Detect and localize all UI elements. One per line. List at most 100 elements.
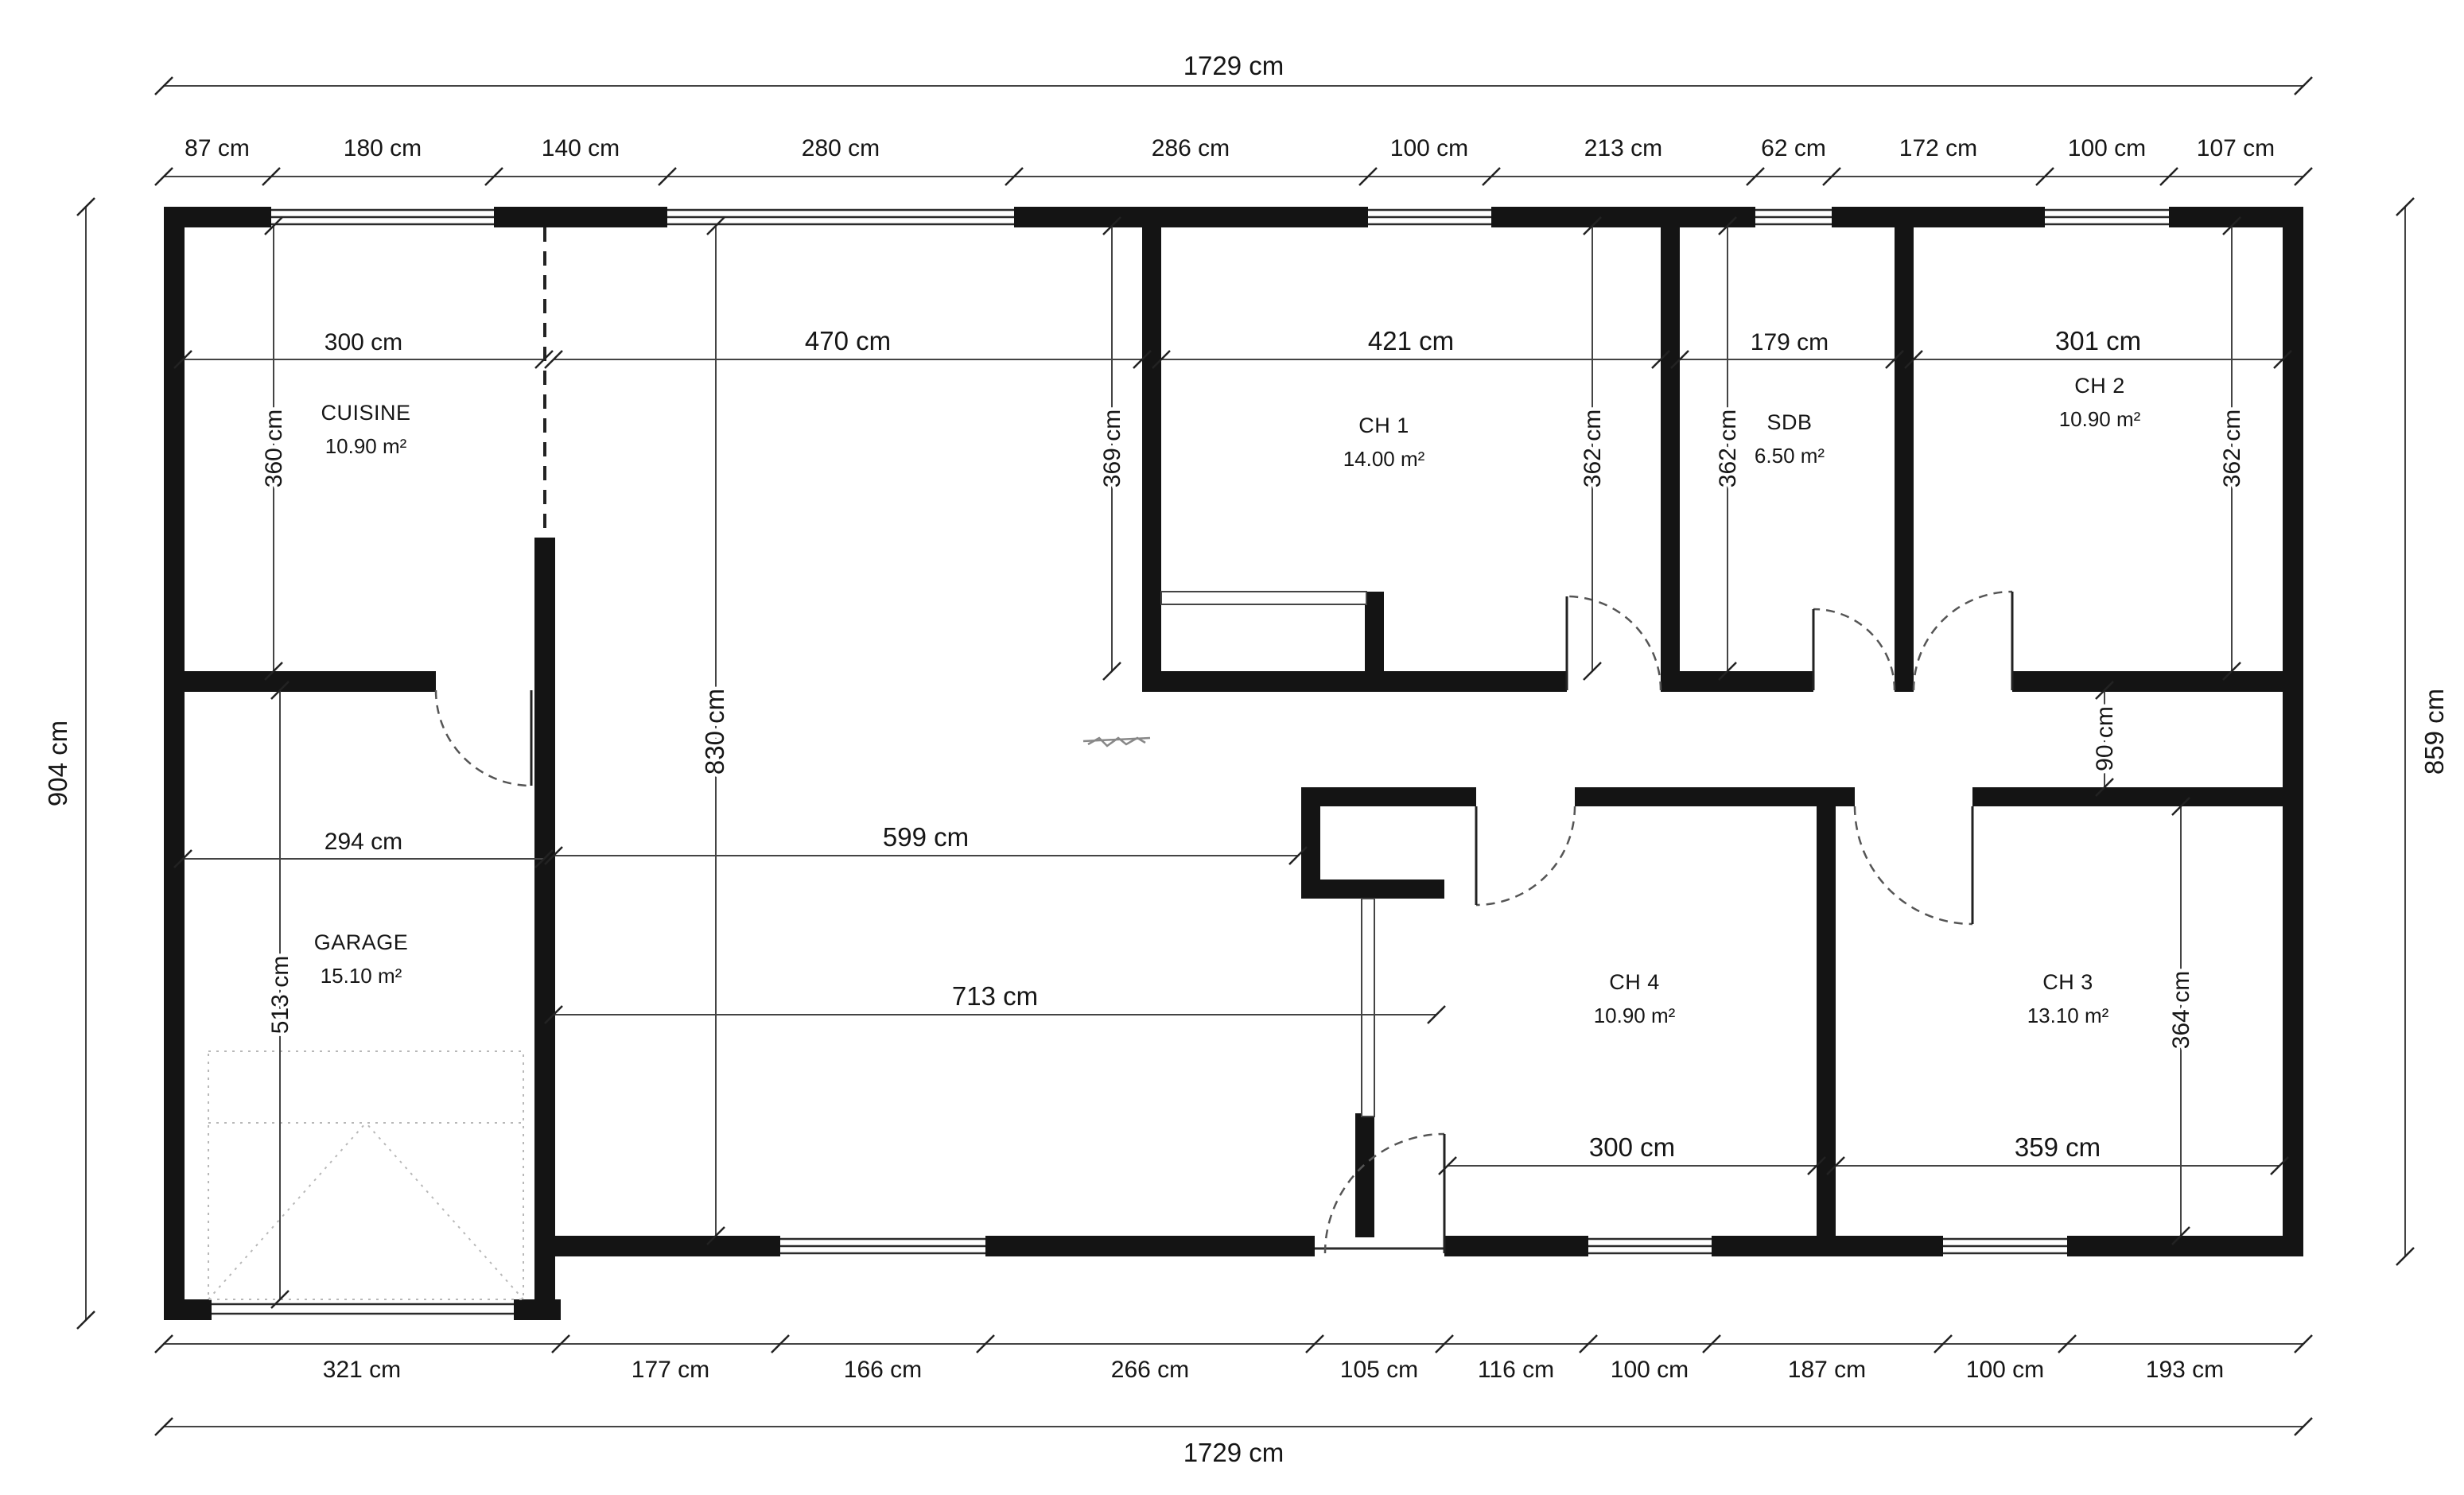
dim-tick bbox=[154, 167, 173, 186]
dim-tick bbox=[1885, 350, 1904, 369]
wall-segment bbox=[2067, 1236, 2303, 1256]
dim-ch4-width: 300 cm bbox=[1438, 1129, 1826, 1175]
dim-tick bbox=[1670, 350, 1689, 369]
dim-tick bbox=[2396, 197, 2415, 216]
dim-tick bbox=[1579, 1334, 1598, 1353]
room-name: SDB bbox=[1766, 410, 1812, 434]
dim-tick bbox=[2273, 350, 2292, 369]
interior-walls bbox=[164, 207, 2303, 1320]
dim-label: 280 cm bbox=[802, 135, 880, 161]
wall-segment bbox=[1895, 207, 1914, 690]
wall-segment bbox=[1575, 787, 1855, 806]
dim-tick bbox=[706, 1226, 725, 1245]
wall-segment bbox=[164, 207, 185, 1320]
room-name: GARAGE bbox=[314, 930, 409, 954]
dim-tick bbox=[1435, 1334, 1454, 1353]
dim-tick bbox=[1133, 350, 1152, 369]
dim-label: 599 cm bbox=[883, 822, 969, 852]
dim-tick bbox=[1305, 1334, 1324, 1353]
room-name: CH 3 bbox=[2042, 970, 2093, 994]
window bbox=[1368, 208, 1491, 226]
dim-label: 172 cm bbox=[1899, 135, 1977, 161]
dim-label: 100 cm bbox=[1611, 1357, 1689, 1383]
room-label-sdb: SDB 6.50 m² bbox=[1751, 407, 1828, 472]
dim-sejour-d1: 599 cm bbox=[544, 819, 1308, 865]
dim-label: 193 cm bbox=[2146, 1357, 2224, 1383]
dim-tick bbox=[2058, 1334, 2077, 1353]
dim-tick bbox=[1822, 167, 1841, 186]
dim-label: 830 cm bbox=[700, 689, 729, 775]
dim-label: 1729 cm bbox=[1183, 51, 1284, 80]
dim-tick bbox=[2095, 778, 2114, 797]
dim-label: 177 cm bbox=[632, 1357, 709, 1383]
wall-segment bbox=[2012, 671, 2303, 692]
garage-door bbox=[212, 1303, 514, 1315]
dim-tick bbox=[1427, 1005, 1446, 1024]
dim-tick bbox=[1826, 1156, 1845, 1175]
dim-label: 100 cm bbox=[2068, 135, 2146, 161]
dim-ch2-height: 362 cm bbox=[2216, 216, 2249, 681]
dim-label: 166 cm bbox=[844, 1357, 922, 1383]
dim-sejour-height: 830 cm bbox=[697, 216, 733, 1245]
dim-tick bbox=[154, 1334, 173, 1353]
dim-tick bbox=[2294, 1417, 2313, 1436]
dim-tick bbox=[1288, 846, 1308, 865]
window bbox=[271, 208, 494, 226]
door-arc-garage bbox=[434, 689, 532, 787]
garage-symbol-line bbox=[365, 1122, 524, 1300]
dim-ch3-width: 359 cm bbox=[1826, 1129, 2289, 1175]
dim-cuisine-width: 300 cm bbox=[173, 326, 554, 369]
dim-hall-width: 90 cm bbox=[2089, 681, 2122, 797]
dim-label: 859 cm bbox=[2419, 689, 2449, 775]
dim-label: 187 cm bbox=[1788, 1357, 1866, 1383]
garage-door-symbol bbox=[208, 1050, 524, 1300]
dim-label: 266 cm bbox=[1111, 1357, 1189, 1383]
dim-tick bbox=[1005, 167, 1024, 186]
wall-segment bbox=[1444, 1236, 1588, 1256]
room-area: 13.10 m² bbox=[2027, 1004, 2109, 1027]
dim-chain-bottom: 321 cm 177 cm 166 cm 266 cm 105 cm 116 c… bbox=[154, 1334, 2313, 1387]
dim-tick bbox=[551, 1334, 570, 1353]
dim-overall-right: 859 cm bbox=[2396, 197, 2453, 1266]
wall-segment bbox=[1832, 207, 2045, 227]
dim-tick bbox=[976, 1334, 995, 1353]
scribble bbox=[1082, 736, 1151, 748]
room-name: CH 1 bbox=[1358, 414, 1409, 437]
dim-tick bbox=[76, 197, 95, 216]
door-arc-ch2 bbox=[1912, 590, 2013, 691]
dim-tick bbox=[2396, 1247, 2415, 1266]
window bbox=[1943, 1237, 2067, 1255]
dim-tick bbox=[264, 216, 283, 235]
dim-tick bbox=[173, 350, 192, 369]
wall-segment bbox=[1365, 592, 1384, 690]
dim-tick bbox=[2294, 1334, 2313, 1353]
wall-segment bbox=[164, 671, 436, 692]
room-area: 10.90 m² bbox=[2059, 407, 2141, 431]
dim-label: 360 cm bbox=[261, 410, 287, 487]
dim-label: 116 cm bbox=[1478, 1357, 1554, 1383]
dim-label: 87 cm bbox=[185, 135, 250, 161]
room-label-garage: GARAGE 15.10 m² bbox=[310, 927, 411, 992]
garage-symbol-outline bbox=[208, 1050, 524, 1300]
dim-overall-top: 1729 cm bbox=[154, 48, 2313, 95]
dim-tick bbox=[2035, 167, 2054, 186]
dim-tick bbox=[544, 1005, 563, 1024]
wall-segment bbox=[534, 538, 555, 1320]
door-arc-ch3 bbox=[1853, 806, 1973, 926]
wall-segment bbox=[534, 1236, 780, 1256]
door-arc-ch1 bbox=[1566, 595, 1662, 691]
dim-tick bbox=[544, 846, 563, 865]
wall-segment bbox=[1491, 207, 1755, 227]
dim-tick bbox=[1102, 662, 1121, 681]
dim-tick bbox=[270, 1290, 290, 1309]
garage-symbol-line bbox=[208, 1122, 367, 1300]
dim-label: 362 cm bbox=[1580, 410, 1606, 487]
room-area: 10.90 m² bbox=[1594, 1004, 1676, 1027]
dim-tick bbox=[2095, 681, 2114, 700]
dim-tick bbox=[154, 1417, 173, 1436]
dim-tick bbox=[534, 350, 554, 369]
dim-tick bbox=[2222, 662, 2241, 681]
dim-label: 1729 cm bbox=[1183, 1438, 1284, 1467]
dim-overall-left: 904 cm bbox=[40, 197, 95, 1330]
